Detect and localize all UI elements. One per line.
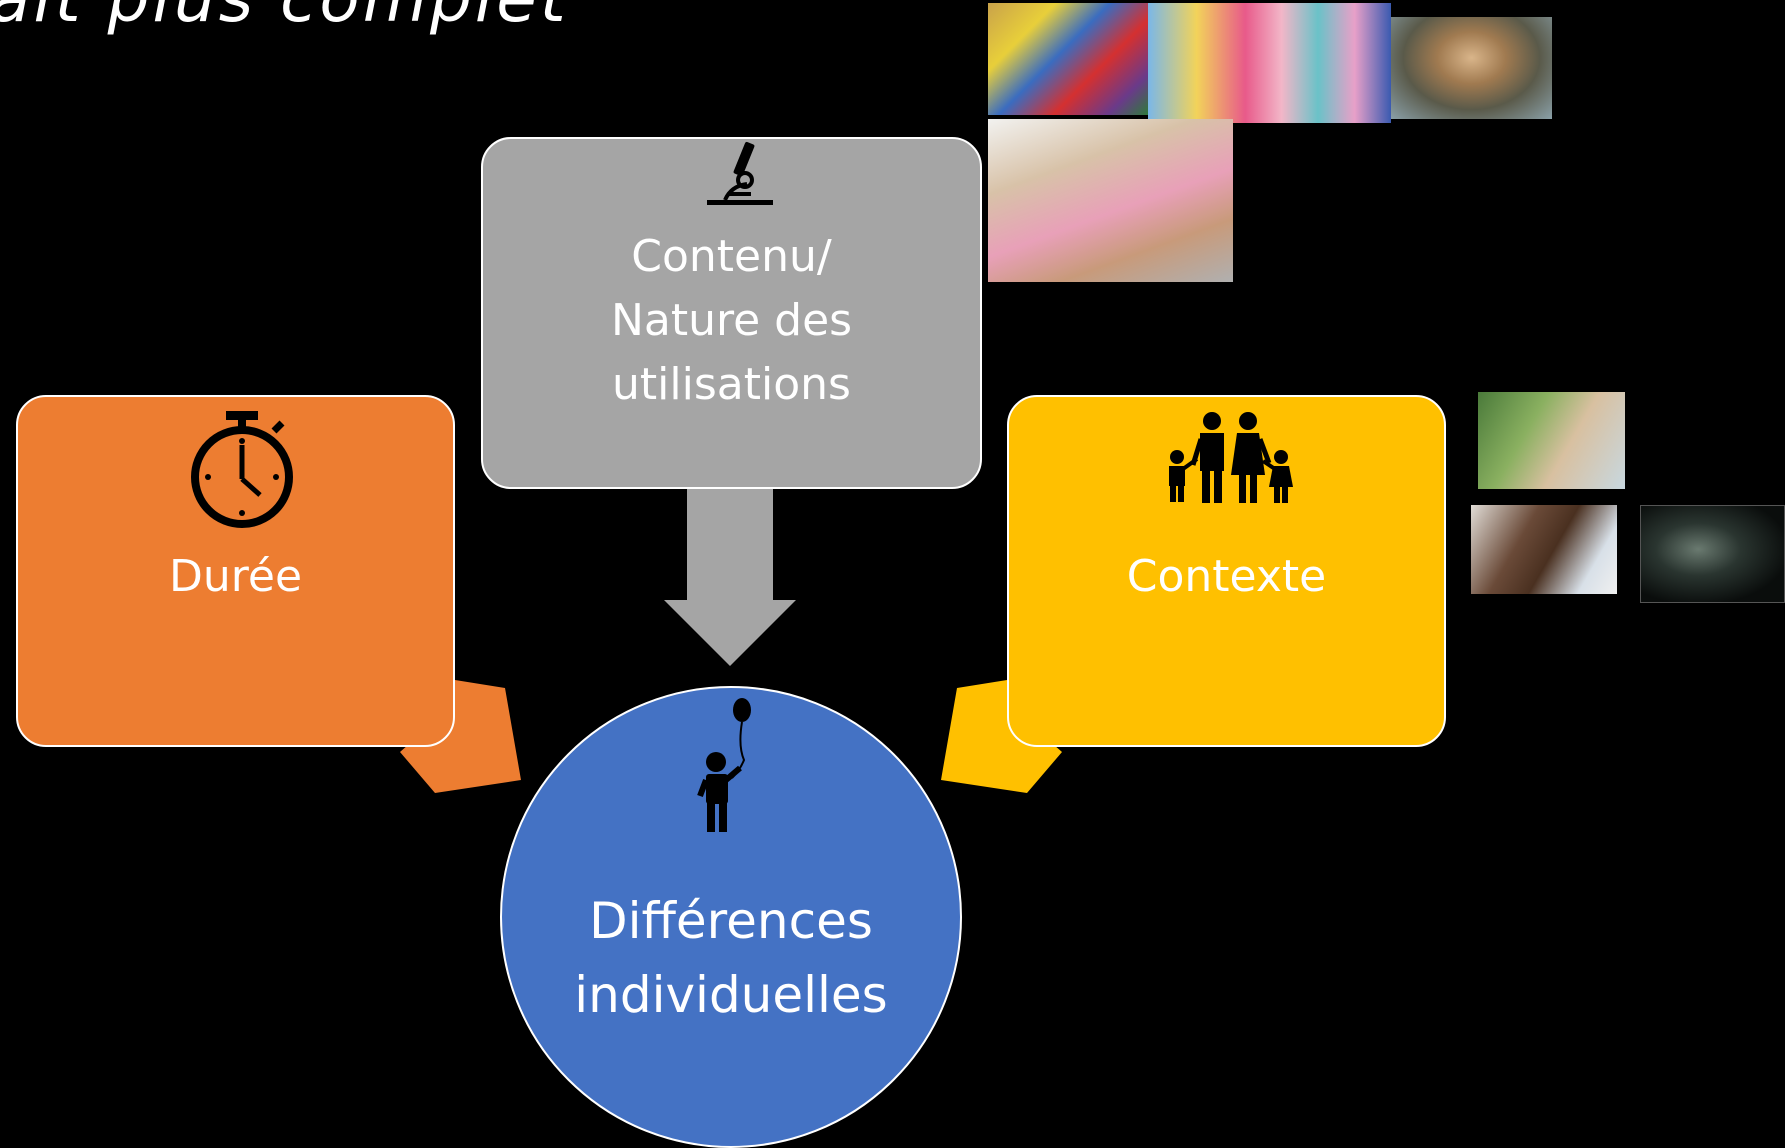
- child-dark-screen-photo: [1640, 505, 1785, 603]
- arrow-contenu-to-center: [664, 489, 796, 666]
- family-laptop-photo: [988, 119, 1233, 282]
- arrow-contexte-to-center: [941, 680, 1062, 793]
- mother-phone-photo: [1478, 392, 1625, 489]
- duree-label: Durée: [168, 551, 303, 602]
- center-label-line1: Différences: [589, 892, 873, 950]
- arrow-duree-to-center: [400, 680, 521, 793]
- individual-differences-circle: Différences individuelles: [500, 686, 962, 1148]
- center-label-line2: individuelles: [574, 966, 888, 1024]
- contenu-label-line1: Contenu/: [631, 231, 832, 282]
- contexte-label: Contexte: [1126, 551, 1327, 602]
- contenu-box: Contenu/ Nature des utilisations: [481, 137, 982, 489]
- family-icon: [1169, 412, 1293, 503]
- duree-box: Durée: [16, 395, 455, 747]
- slide-title: ait plus complet: [0, 0, 569, 37]
- sesame-street-photo: [988, 3, 1148, 115]
- stopwatch-icon: [191, 411, 293, 528]
- contexte-box: Contexte: [1007, 395, 1446, 747]
- disney-princesses-photo: [1148, 3, 1391, 123]
- father-child-tablet-photo: [1471, 505, 1617, 594]
- contenu-label-line2: Nature des: [610, 295, 853, 346]
- contenu-label-line3: utilisations: [612, 359, 851, 410]
- squid-game-doll-photo: [1391, 17, 1552, 119]
- microscope-icon: [707, 141, 773, 205]
- child-with-balloon-icon: [697, 698, 751, 832]
